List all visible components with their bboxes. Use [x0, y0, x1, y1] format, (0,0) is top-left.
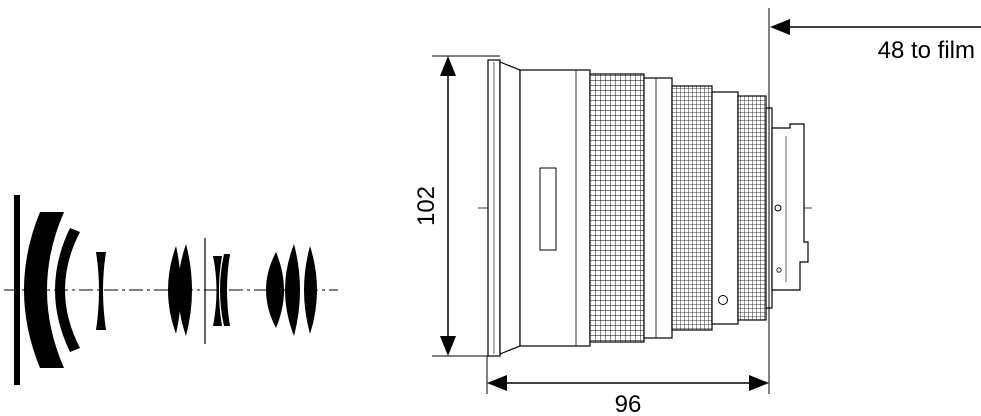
- diameter-arrow-top: [440, 56, 456, 76]
- length-arrow-right: [749, 375, 769, 391]
- barrel-rear-band: [711, 91, 739, 325]
- lens-element-middle-1: [168, 246, 181, 334]
- lens-side-view: [478, 59, 812, 357]
- lens-element-front-edge: [14, 195, 20, 385]
- barrel-band: [643, 77, 673, 339]
- lens-element-front-meniscus: [24, 212, 64, 368]
- lens-element-middle-3: [213, 256, 222, 326]
- lens-element-middle-4: [220, 254, 230, 326]
- dimension-annotations: 102 96 48 to film: [413, 8, 981, 416]
- film-arrow-left: [770, 19, 790, 35]
- lens-element-middle-2: [178, 244, 192, 336]
- bayonet-mount: [771, 123, 809, 291]
- diameter-arrow-bottom: [440, 336, 456, 356]
- lens-element-second-meniscus: [55, 228, 80, 352]
- film-distance-label: 48 to film: [878, 37, 975, 64]
- release-button[interactable]: [718, 295, 728, 305]
- length-label: 96: [615, 391, 642, 416]
- rear-ring: [737, 95, 767, 321]
- mount-screw: [776, 267, 782, 273]
- diameter-label: 102: [413, 186, 440, 226]
- length-arrow-left: [487, 375, 507, 391]
- focus-ring[interactable]: [589, 73, 645, 343]
- index-window: [539, 167, 557, 251]
- aperture-ring[interactable]: [671, 85, 713, 331]
- optical-cross-section: [4, 195, 338, 385]
- lens-element-rear-2: [285, 244, 300, 336]
- front-barrel: [499, 61, 521, 355]
- lens-element-biconcave: [96, 252, 106, 330]
- lens-element-rear-3: [304, 246, 317, 334]
- lens-element-rear-1: [266, 252, 284, 328]
- mount-pin: [774, 204, 782, 212]
